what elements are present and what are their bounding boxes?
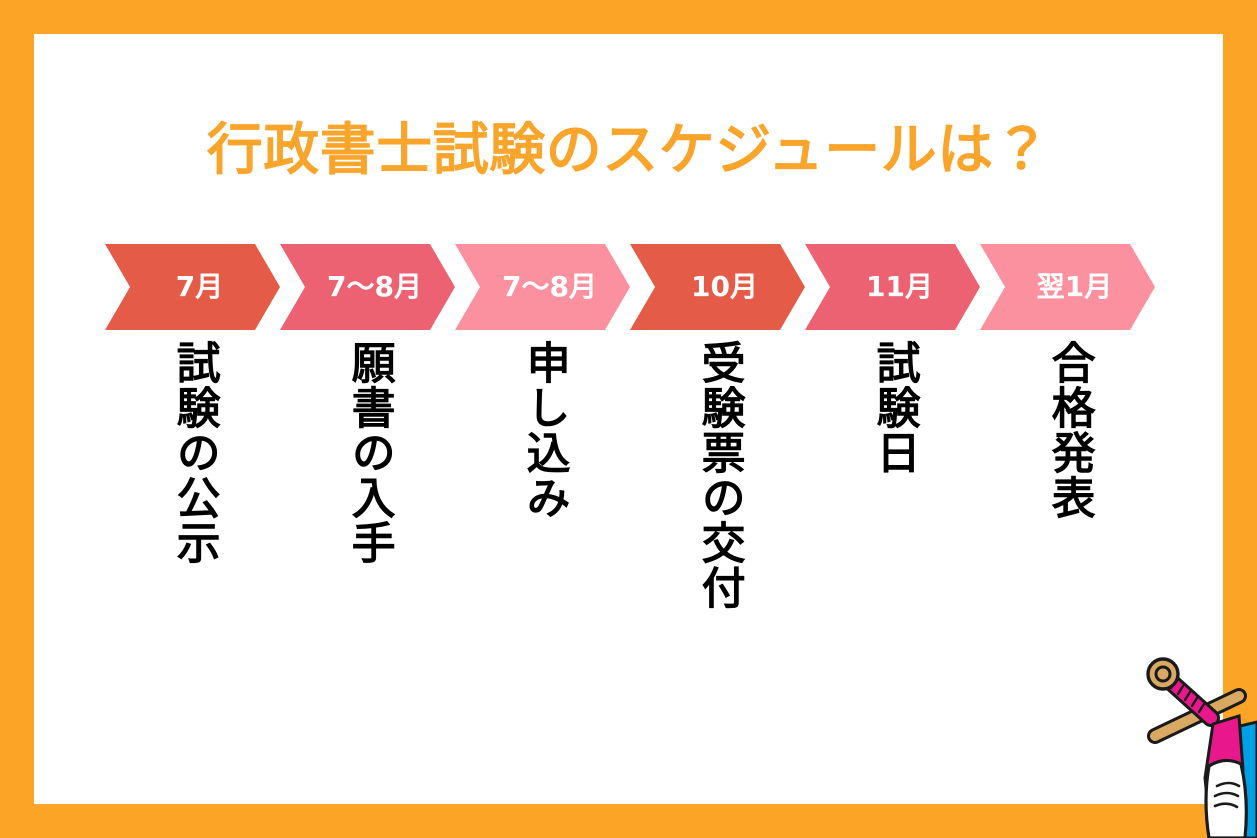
timeline-caption-1: 試験の公示 <box>119 340 269 565</box>
chevron-month-label: 7〜8月 <box>502 270 597 303</box>
caption-text: 試験の公示 <box>168 340 220 565</box>
content-panel: 行政書士試験のスケジュールは？ 7月 7〜8月 7〜8月 10月 11月 翌1月 試験の公… <box>34 34 1223 804</box>
chevron-month-label: 7〜8月 <box>327 270 422 303</box>
caption-text: 願書の入手 <box>343 340 395 565</box>
timeline-caption-3: 申し込み <box>469 340 619 520</box>
timeline-caption-4: 受験票の交付 <box>644 340 794 610</box>
timeline-captions: 試験の公示 願書の入手 申し込み 受験票の交付 試験日 合格発表 <box>105 340 1160 760</box>
timeline-chevron-6: 翌1月 <box>980 244 1155 330</box>
timeline-chevron-3: 7〜8月 <box>455 244 630 330</box>
chevron-month-label: 7月 <box>175 270 224 303</box>
chevron-month-label: 翌1月 <box>1036 270 1113 303</box>
caption-text: 受験票の交付 <box>693 340 745 610</box>
timeline-chevron-band: 7月 7〜8月 7〜8月 10月 11月 翌1月 <box>105 244 1160 330</box>
timeline-chevron-4: 10月 <box>630 244 805 330</box>
timeline-chevron-2: 7〜8月 <box>280 244 455 330</box>
caption-text: 申し込み <box>518 340 570 520</box>
page-title: 行政書士試験のスケジュールは？ <box>206 118 1051 183</box>
chevron-month-label: 10月 <box>691 270 758 303</box>
caption-text: 合格発表 <box>1043 340 1095 520</box>
timeline-caption-2: 願書の入手 <box>294 340 444 565</box>
timeline-caption-5: 試験日 <box>819 340 969 475</box>
timeline-chevron-5: 11月 <box>805 244 980 330</box>
chevron-month-label: 11月 <box>866 270 933 303</box>
caption-text: 試験日 <box>868 340 920 475</box>
timeline-chevron-1: 7月 <box>105 244 280 330</box>
timeline-caption-6: 合格発表 <box>994 340 1144 520</box>
